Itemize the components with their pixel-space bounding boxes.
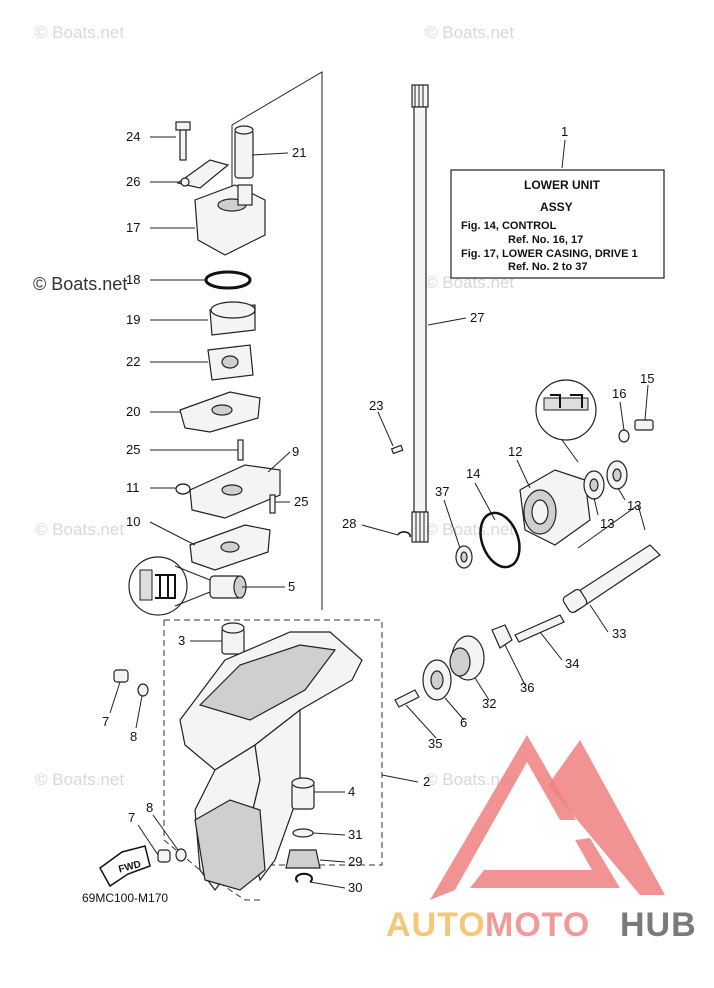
part-label: 36 [520,680,534,695]
part-label: 26 [126,174,140,189]
small-pins [390,444,411,538]
watermark-text: © Boats.net [425,770,514,789]
part-label: 29 [348,854,362,869]
part-label: 21 [292,145,306,160]
logo-auto-text: AUTO [386,906,486,944]
part-label: 16 [612,386,626,401]
seal-inset [128,556,247,655]
part-label: 3 [178,633,185,648]
part-label: 28 [342,516,356,531]
seal-holder-inset [535,379,597,463]
diagram-code: 69MC100-M170 [82,891,168,905]
ref-number: 1 [561,124,568,139]
watermark-text: © Boats.net [425,520,514,539]
part-label: 8 [146,800,153,815]
part-label: 19 [126,312,140,327]
part-label: 2 [423,774,430,789]
part-label: 8 [130,729,137,744]
drain-screws [113,669,187,863]
part-label: 32 [482,696,496,711]
part-label: 18 [126,272,140,287]
part-label: 13 [627,498,641,513]
part-label: 22 [126,354,140,369]
bearing-housing [455,419,654,569]
part-label: 33 [612,626,626,641]
info-box-line2: ASSY [540,200,573,214]
part-label: 4 [348,784,355,799]
part-label: 15 [640,371,654,386]
part-label: 17 [126,220,140,235]
part-label: 25 [294,494,308,509]
part-number-labels: 24 21 26 17 18 19 22 20 25 9 11 25 10 5 … [102,129,654,895]
automotohub-logo: AUTO MOTO HUB [386,735,697,944]
part-label: 25 [126,442,140,457]
info-box-line3: Fig. 14, CONTROL [461,220,557,232]
info-box-line1: LOWER UNIT [524,178,601,192]
drive-shaft [411,84,429,543]
info-box-line4: Ref. No. 16, 17 [508,234,583,246]
part-label: 10 [126,514,140,529]
info-box: 1 LOWER UNIT ASSY Fig. 14, CONTROL Ref. … [450,124,665,279]
part-label: 13 [600,516,614,531]
part-label: 20 [126,404,140,419]
logo-moto-text: MOTO [485,906,590,944]
watermark-text: © Boats.net [35,23,124,42]
logo-hub-text: HUB [620,906,697,944]
part-label: 24 [126,129,140,144]
part-label: 14 [466,466,480,481]
part-label: 12 [508,444,522,459]
water-pump-parts [175,121,281,571]
watermark-text: © Boats.net [35,520,124,539]
watermark-text: © Boats.net [425,23,514,42]
part-label: 30 [348,880,362,895]
part-label: 5 [288,579,295,594]
part-label: 34 [565,656,579,671]
part-label: 7 [128,810,135,825]
leader-lines [109,136,649,889]
part-label: 37 [435,484,449,499]
part-label: 11 [126,480,140,495]
part-label: 23 [369,398,383,413]
part-label: 6 [460,715,467,730]
part-label: 27 [470,310,484,325]
part-label: 31 [348,827,362,842]
watermark-primary: © Boats.net [33,274,127,294]
part-label: 7 [102,714,109,729]
pinion-parts [285,777,321,883]
part-label: 9 [292,444,299,459]
watermark-text: © Boats.net [35,770,124,789]
info-box-line5: Fig. 17, LOWER CASING, DRIVE 1 [461,248,638,260]
info-box-line6: Ref. No. 2 to 37 [508,261,587,273]
part-label: 35 [428,736,442,751]
lower-casing [179,631,363,891]
propeller-shaft [394,504,661,708]
watermarks: © Boats.net © Boats.net © Boats.net © Bo… [33,23,514,789]
fwd-arrow: FWD [99,845,151,888]
